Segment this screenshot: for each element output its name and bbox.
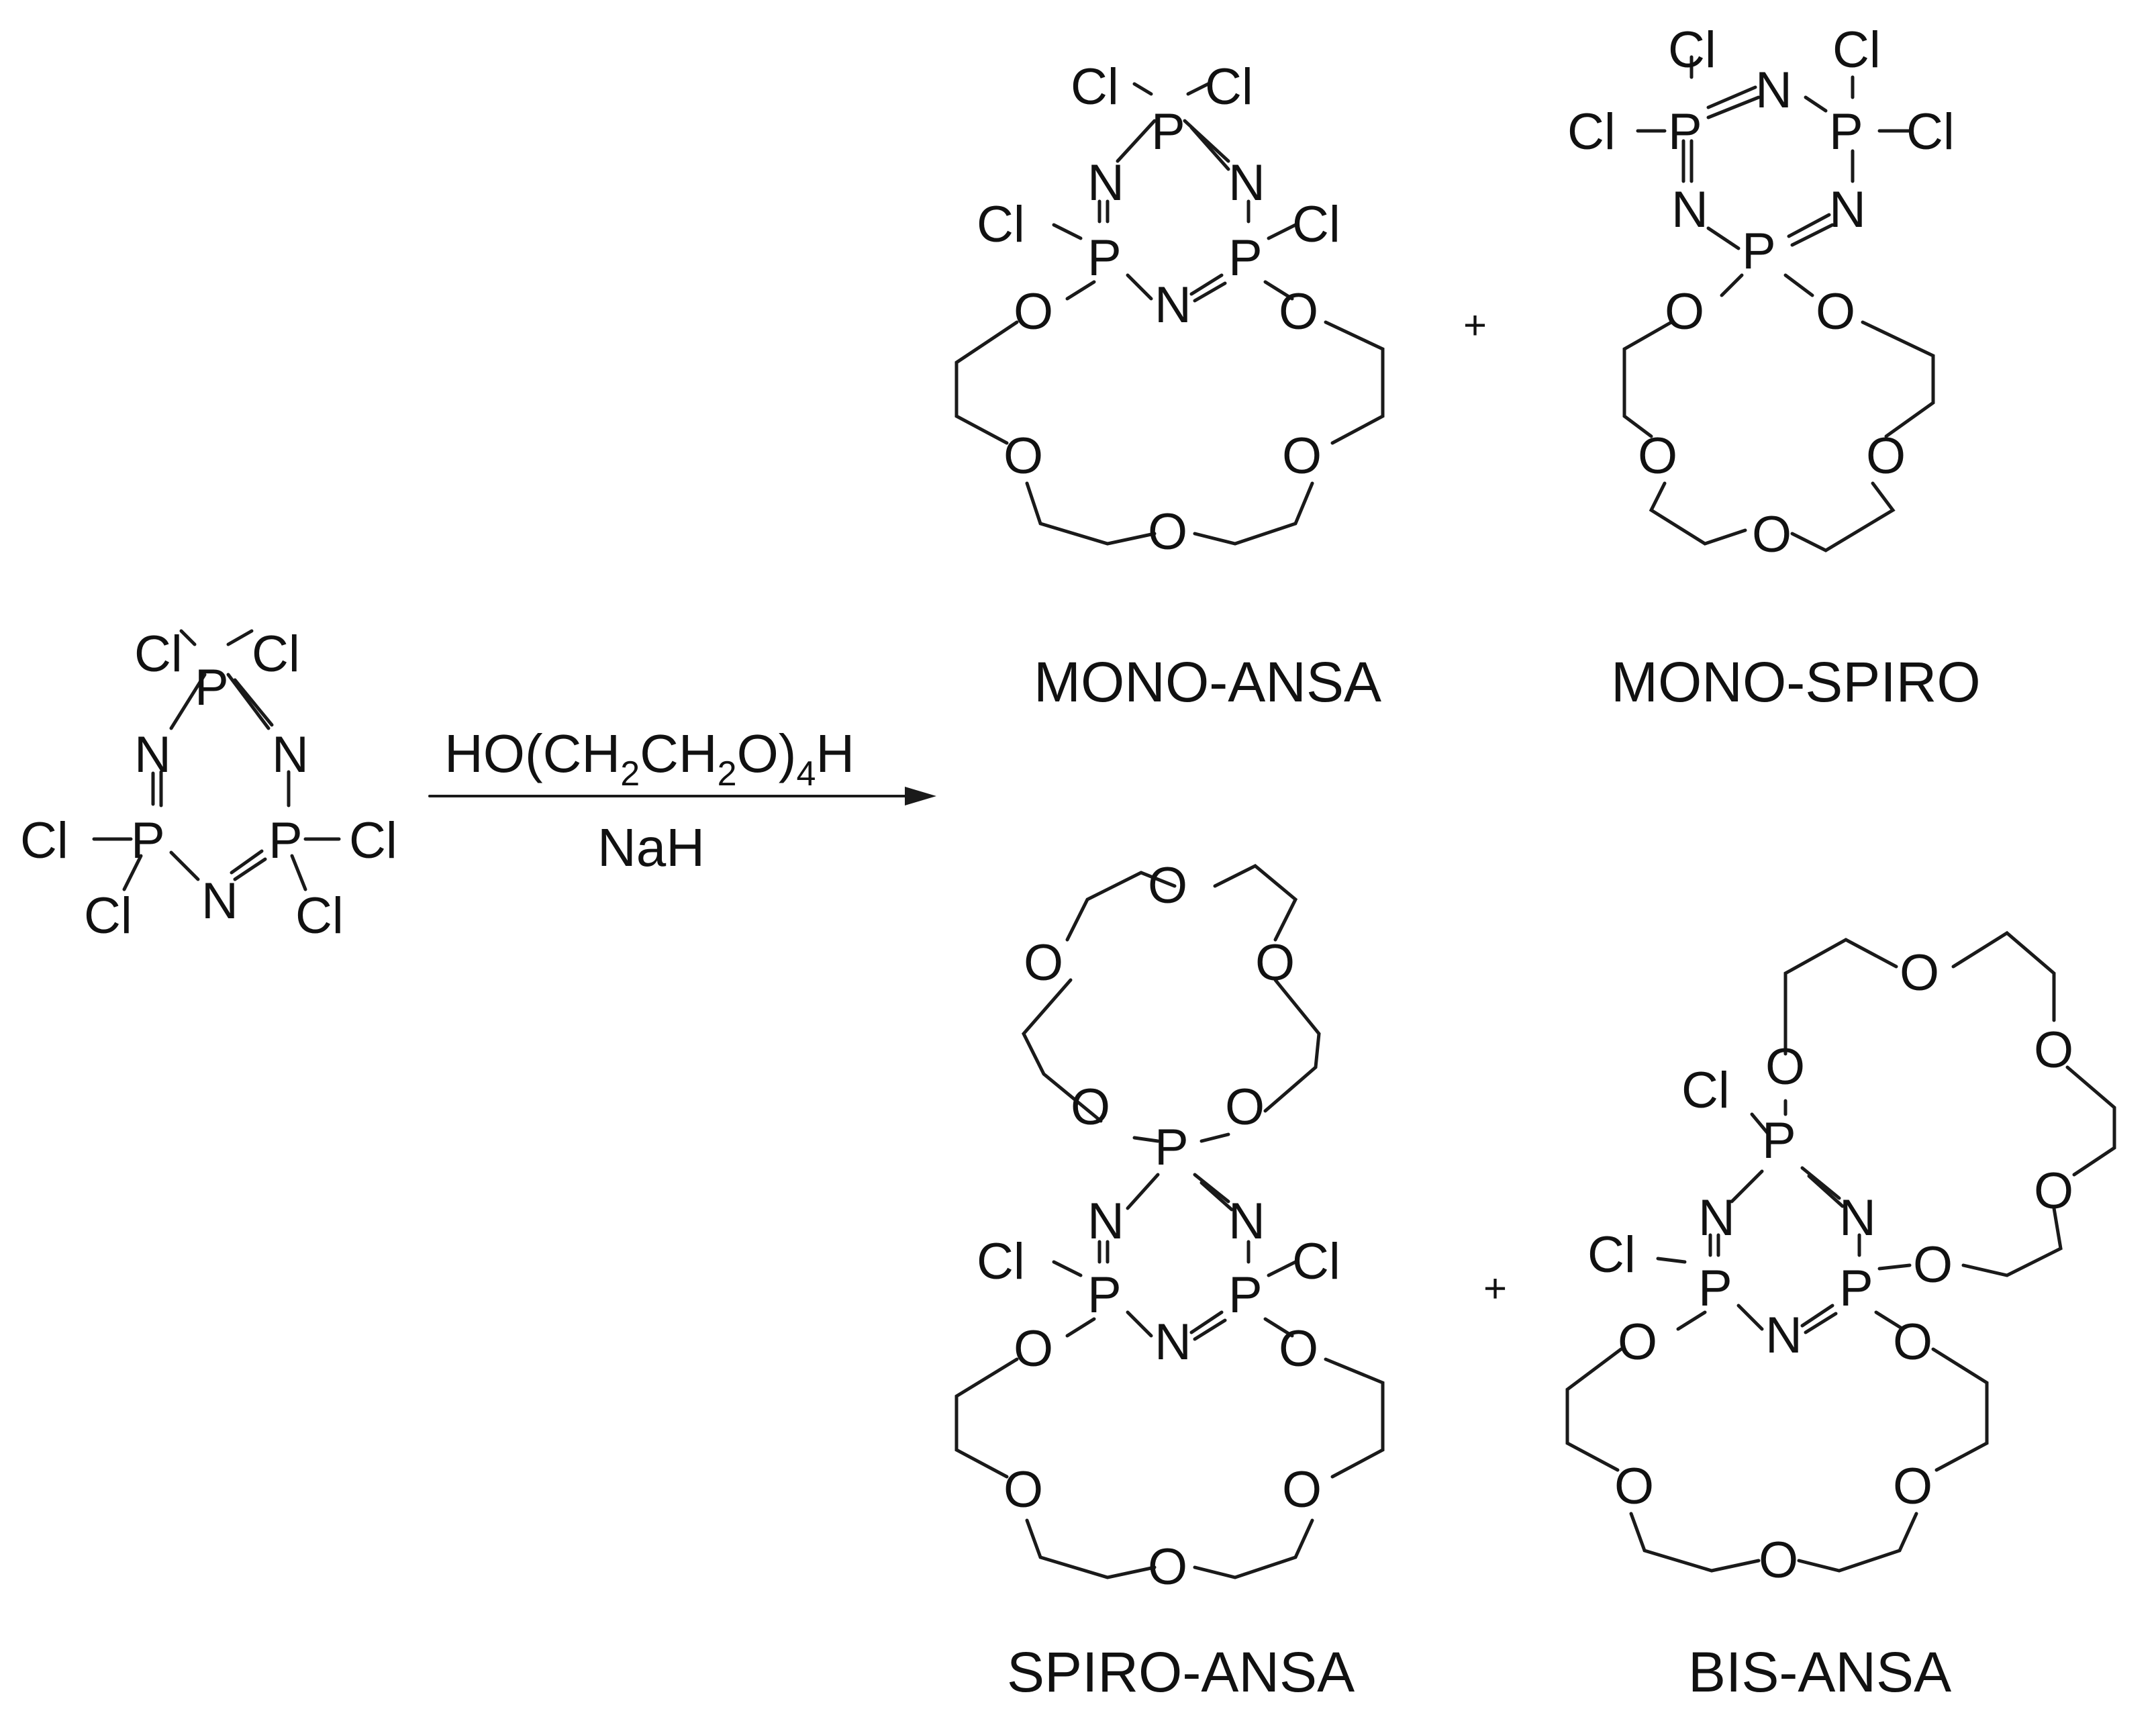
product-spiro-ansa: O O O O P O N N Cl P P Cl N O O O O O (954, 857, 1385, 1596)
atom-n: N (1155, 277, 1191, 334)
atom-n: N (134, 726, 171, 783)
atom-n: N (1765, 1307, 1802, 1364)
atom-cl: Cl (1832, 21, 1881, 79)
plus-sign: + (1463, 303, 1487, 348)
atom-o: O (1071, 1079, 1110, 1136)
atom-n: N (1228, 1193, 1265, 1250)
atom-o: O (1024, 934, 1063, 991)
atom-p: P (1742, 223, 1776, 280)
atom-p: P (1228, 1267, 1263, 1324)
atom-cl: Cl (1587, 1226, 1636, 1283)
atom-p: P (268, 812, 303, 869)
atom-cl: Cl (1205, 58, 1253, 115)
atom-p: P (1698, 1260, 1732, 1317)
atom-cl: Cl (20, 812, 68, 869)
label-spiro-ansa: SPIRO-ANSA (1007, 1641, 1355, 1704)
atom-o: O (1148, 857, 1187, 914)
atom-cl: Cl (1292, 196, 1340, 253)
label-bis-ansa: BIS-ANSA (1688, 1641, 1951, 1704)
atom-p: P (1087, 1267, 1122, 1324)
atom-p: P (1762, 1112, 1796, 1169)
atom-cl: Cl (977, 1233, 1025, 1290)
atom-p: P (1228, 230, 1263, 287)
atom-n: N (201, 873, 238, 930)
atom-cl: Cl (252, 626, 300, 683)
atom-cl: Cl (134, 626, 183, 683)
atom-o: O (1614, 1458, 1654, 1515)
atom-o: O (1893, 1314, 1932, 1371)
plus-sign: + (1483, 1266, 1507, 1311)
atom-n: N (1671, 181, 1708, 238)
atom-o: O (1759, 1532, 1798, 1589)
atom-o: O (1014, 1320, 1053, 1377)
atom-cl: Cl (349, 812, 397, 869)
atom-cl: Cl (295, 887, 344, 944)
atom-o: O (1752, 506, 1792, 563)
atom-o: O (1866, 428, 1906, 485)
atom-n: N (272, 726, 309, 783)
atom-n: N (1087, 154, 1124, 211)
atom-o: O (1255, 934, 1295, 991)
base-label: NaH (597, 818, 705, 877)
atom-o: O (1225, 1079, 1265, 1136)
atom-o: O (1638, 428, 1677, 485)
atom-cl: Cl (1681, 1062, 1730, 1119)
atom-cl: Cl (1906, 103, 1955, 160)
atom-p: P (1087, 230, 1122, 287)
atom-o: O (1014, 283, 1053, 340)
atom-p: P (1668, 103, 1702, 160)
atom-p: P (1829, 103, 1863, 160)
atom-cl: Cl (977, 196, 1025, 253)
atom-n: N (1698, 1189, 1735, 1246)
label-mono-spiro: MONO-SPIRO (1611, 650, 1981, 714)
atom-cl: Cl (84, 887, 132, 944)
label-mono-ansa: MONO-ANSA (1034, 650, 1381, 714)
atom-n: N (1087, 1193, 1124, 1250)
atom-n: N (1839, 1189, 1876, 1246)
atom-n: N (1755, 62, 1792, 119)
atom-o: O (1148, 503, 1187, 560)
reactant-hexachlorocyclotriphosphazene: Cl Cl P N N Cl P P Cl N Cl Cl (20, 626, 397, 944)
atom-cl: Cl (1071, 58, 1119, 115)
reagent-formula: HO(CH2CH2O)4H (444, 724, 854, 793)
atom-o: O (1148, 1538, 1187, 1596)
product-bis-ansa: O O O Cl P O N N Cl P P O N O O O O O (1565, 930, 2116, 1589)
atom-cl: Cl (1567, 103, 1616, 160)
atom-o: O (1003, 428, 1043, 485)
atom-p: P (1155, 1119, 1189, 1176)
atom-o: O (1913, 1236, 1953, 1293)
atom-o: O (1765, 1038, 1805, 1095)
atom-o: O (1900, 944, 1939, 1001)
atom-p: P (131, 812, 165, 869)
atom-p: P (195, 659, 229, 716)
product-mono-ansa: Cl Cl P N N Cl P P Cl N O O O O O (954, 58, 1385, 560)
product-mono-spiro: Cl N Cl Cl P P Cl N N P O O O O O (1567, 21, 1955, 563)
atom-o: O (1893, 1458, 1932, 1515)
atom-cl: Cl (1668, 21, 1716, 79)
atom-o: O (1282, 428, 1322, 485)
atom-o: O (2034, 1022, 2073, 1079)
atom-n: N (1228, 154, 1265, 211)
atom-o: O (1279, 1320, 1318, 1377)
atom-o: O (2034, 1163, 2073, 1220)
atom-n: N (1155, 1314, 1191, 1371)
atom-o: O (1003, 1461, 1043, 1518)
atom-o: O (1279, 283, 1318, 340)
atom-o: O (1618, 1314, 1657, 1371)
atom-o: O (1816, 283, 1855, 340)
reaction-arrow (428, 787, 936, 805)
atom-o: O (1665, 283, 1704, 340)
atom-o: O (1282, 1461, 1322, 1518)
atom-n: N (1829, 181, 1866, 238)
atom-cl: Cl (1292, 1233, 1340, 1290)
atom-p: P (1151, 103, 1185, 160)
atom-p: P (1839, 1260, 1873, 1317)
